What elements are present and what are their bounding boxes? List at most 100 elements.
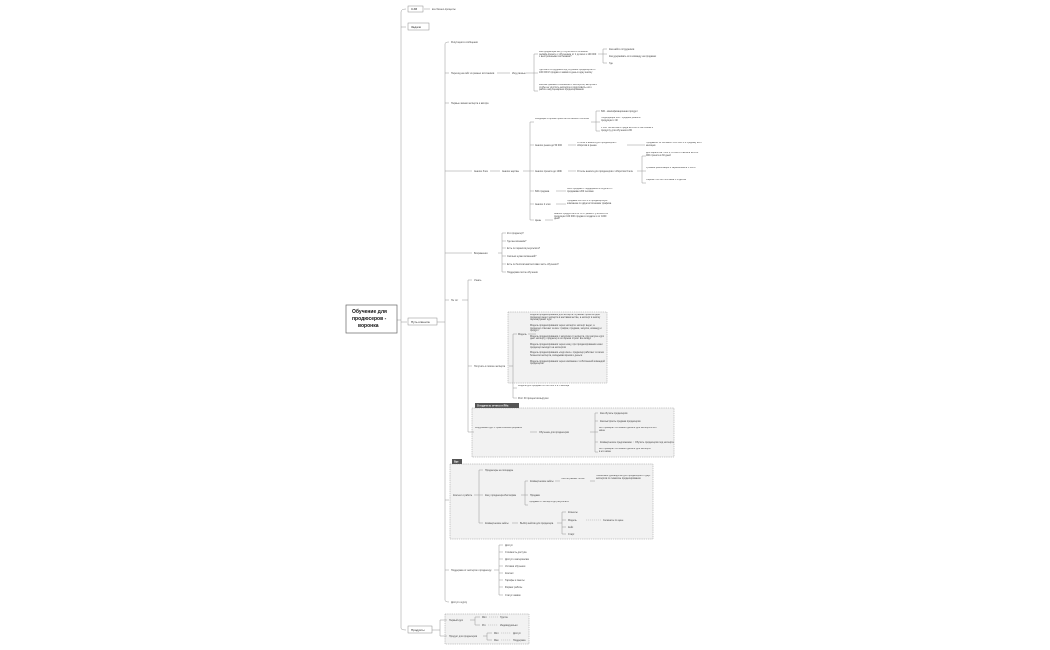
root-title-line3: воронка [358,323,379,329]
d1e-label: Продажи от эксперта до результата [529,501,569,503]
c1-box: Модульный курс + практические форматы [475,427,522,429]
students-tag-label: О подаче из отчета от ЯНа [477,405,509,408]
a4-3b-label: Уровень реализации и зарабатывать 5 000 … [646,167,696,169]
a4-2-label: Анализ рынка до 50 000 [535,144,563,147]
b1-3-label: Есть ли гарантия результата? [507,247,541,250]
d1d-label: Продажи [530,494,541,497]
a4-2a-label: Продавать 10 человек с 200 000 ₽ и прода… [646,142,702,147]
b1-4-label: Сколько нужно вложений? [507,255,537,258]
link-products-children [432,619,447,637]
students-tag [475,403,519,408]
p1b-v-label: Индивидуально [500,624,518,627]
d1f-2-label: Модель [568,519,577,522]
models-list: Модель продюсирования для эксперта: в ра… [530,314,605,365]
link-b2-2-children [509,333,517,399]
d1c-m-label: Тексты разных лотов [561,478,585,480]
c1a-label: Как обучать продюсеров [600,412,628,415]
link-a2-children [526,53,538,92]
a4-1c-label: 1 400 тех/кол-ва и среда на 1000 ₽ на ос… [601,127,654,132]
tasks-node[interactable] [407,22,430,31]
a2-c1b-label: Как удерживать их в команду на продажах [609,55,657,58]
a3-label: Первые звонки эксперта и автора [451,102,489,105]
link-a4-3-children [637,155,646,184]
link-a2-c1-children [598,48,607,64]
a4-4-label: 600 продажа [535,190,550,193]
b2-label: Не тот [451,299,459,302]
e1-5-label: Контакт [505,572,515,575]
link-p2-children [483,632,492,641]
d1f-4-label: Старт [568,533,575,536]
a4-6-label: Цены [535,219,541,222]
link-b1-children [498,232,506,273]
p1a-v-label: Группа [500,616,508,619]
a4-3m-label: Отчеты анализ для продюсеров с оборотом … [577,170,634,173]
a4-3a-label: Для заработка 7000 ₽ чтобы и отвечать на… [646,152,699,157]
e1-1-label: Доступ [505,544,513,547]
b1-1-label: Кто продюсер? [507,232,524,235]
a4-1c-box: 1 400 тех/кол-ва и среда на 1000 ₽ на ос… [601,127,654,132]
a4-3c-box: Оценка 700 000 поставка с отделом [646,179,686,181]
d1f-m-label: Выбор кейсов для продюсера [520,522,554,525]
a2-c1a-label: Как найти сотрудников [609,48,635,51]
p2-label: Продукт для продюсеров [449,635,478,638]
a1-label: Репутации в сообщении [451,41,479,44]
cjm-child-label: все бизнес-процессы [432,8,456,11]
a4-4m-label: 6000 продажи с поддержкой в отделе и с п… [567,188,613,193]
a4-5-label: Анализ 2 этап [535,203,551,206]
d1f-2a-label: Сегменты по цене [603,519,624,522]
c1d-extra: Обучить продюсеров под эксперта [635,441,674,444]
path-label: Путь клиента [411,320,430,324]
products-node[interactable] [407,625,433,634]
path-node[interactable] [407,317,438,326]
base-tag [452,459,462,464]
tasks-label: Задачи [411,25,421,29]
c1b-label: Как выстроить продажи продюсеров [600,420,641,423]
a4-6m-box: Анализ продуктов в 80 % от рынка с учето… [554,213,609,221]
b1-5-label: Есть ли бесплатная/тестовая часть обучен… [507,263,559,266]
a2-c1-box: Как продюсеры могут обучиться в большом … [539,51,596,58]
d1b-label: Как у продюсера Инстаграм [485,494,516,497]
d1f-label: Коммерческие кейсы [485,522,509,525]
c1-label: Модульный курс + практические форматы [475,427,522,429]
b2-2-label: Получить в поиске эксперта [474,365,506,368]
cjm-node[interactable] [407,5,424,13]
link-b2-children [462,279,472,367]
a4-2m-label: Отчеты и анализ для продюсеров с оборото… [577,142,617,147]
p2a-label: Mini [494,632,499,635]
a2-c3-label: Как выстраивать отношения с экспертом, а… [539,84,597,92]
root-node[interactable] [345,304,398,334]
p2b-v-label: Поддержка [513,639,526,642]
b1-6-label: Поддержка после обучения [507,271,538,274]
c1c-label: Вот примеры что можно сделать для экспер… [599,427,657,432]
trunk-line-bottom [400,320,407,631]
path-spine-down [444,322,450,603]
a2-c3-box: Как выстраивать отношения с экспертом, а… [539,84,597,92]
a4-3-label: Анализ проекта до 100К [535,170,563,173]
a4-1a-label: 600 - квалификационная продукт [601,110,639,113]
link-c1 [467,366,474,433]
root-title-line1: Обучение для [352,308,387,315]
b1-label: Возражения [474,252,488,255]
b2-3-box: Модель для продажи 10 000 000 ₽ в 3 меся… [518,385,569,387]
c1m-label: Обучение для продюсеров [539,431,570,434]
e1-3-label: Доступ к материалам [505,558,529,561]
a2-c1c-label: Где [609,62,614,65]
a4-label: Анализ блок [474,170,489,173]
model-1: Модель продюсирования для эксперта: в ра… [530,314,601,322]
e1-7-label: Формат работы [505,586,523,589]
a4-2a-box: Продавать 10 человек с 200 000 ₽ и прода… [646,142,702,147]
a4-5m-label: Продажа 200 000 ₽ в продюсерскую компани… [567,200,612,205]
trunk-line [396,8,407,321]
root-title-line2: продюсеров - [352,316,387,322]
a4-mid-label: Анализ жертвы [502,170,519,173]
students-group-box [471,407,675,458]
e1-4-label: Условия обучения [505,565,526,568]
a4-1b-box: Подходящие 600 - среднее рынок в продукц… [601,117,640,122]
e1-2-label: Стоимость доступа [505,551,527,554]
products-label: Продукты [411,628,425,632]
a4-6m-label: Анализ продуктов в 80 % от рынка с учето… [554,213,609,221]
link-a4-1-children [591,110,600,132]
p2b-label: Max [494,639,499,642]
e1-6-label: Тарифы и пакеты [505,579,525,582]
cjm-label: CJM [411,7,418,11]
